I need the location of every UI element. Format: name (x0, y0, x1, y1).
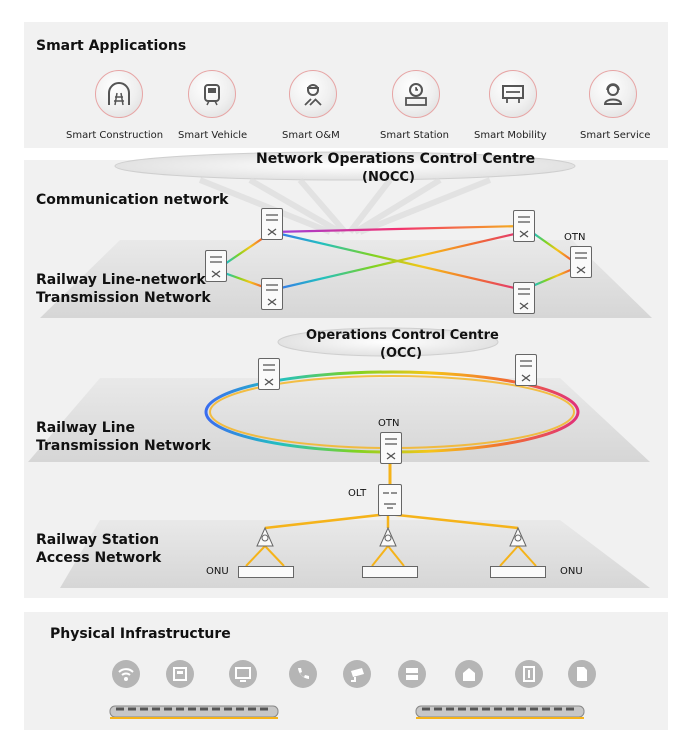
nocc-title-line2: (NOCC) (362, 170, 415, 185)
line-network-title-line2: Transmission Network (36, 290, 211, 306)
app-label-smart-om: Smart O&M (282, 130, 340, 141)
otn-node-mid-right[interactable] (513, 282, 535, 314)
otn-label-ring: OTN (378, 418, 400, 429)
onu-device-left[interactable] (238, 566, 294, 578)
onu-label-left: ONU (206, 566, 229, 577)
otn-label-top: OTN (564, 232, 586, 243)
otn-node-left[interactable] (205, 250, 227, 282)
wifi-icon (112, 660, 140, 688)
nocc-title-line1: Network Operations Control Centre (256, 151, 536, 167)
line-transmission-title-line1: Railway Line (36, 420, 135, 436)
splitter-icon-center (379, 526, 397, 547)
communication-network-title: Communication network (36, 192, 229, 208)
phone-icon (289, 660, 317, 688)
onu-device-center[interactable] (362, 566, 418, 578)
worker-tools-icon (289, 70, 337, 118)
smart-applications-title: Smart Applications (36, 38, 187, 54)
camera-icon (343, 660, 371, 688)
otn-node-ring-center[interactable] (380, 432, 402, 464)
document-icon (568, 660, 596, 688)
line-network-title-line1: Railway Line-network (36, 272, 206, 288)
map-vehicle-icon (489, 70, 537, 118)
app-smart-station[interactable] (385, 70, 447, 118)
app-label-smart-station: Smart Station (380, 130, 449, 141)
door-icon (515, 660, 543, 688)
splitter-icon-right (509, 526, 527, 547)
physical-infrastructure-title: Physical Infrastructure (50, 626, 231, 642)
train-icon (188, 70, 236, 118)
occ-title-line2: (OCC) (380, 346, 423, 361)
service-agent-icon (589, 70, 637, 118)
app-smart-construction[interactable] (88, 70, 150, 118)
display-screen-icon (229, 660, 257, 688)
app-smart-service[interactable] (582, 70, 644, 118)
station-access-title-line2: Access Network (36, 550, 162, 566)
app-label-smart-mobility: Smart Mobility (474, 130, 547, 141)
app-smart-vehicle[interactable] (181, 70, 243, 118)
app-smart-om[interactable] (282, 70, 344, 118)
server-icon (398, 660, 426, 688)
otn-node-mid-left[interactable] (261, 278, 283, 310)
tunnel-track-icon (95, 70, 143, 118)
otn-node-right[interactable] (570, 246, 592, 278)
olt-device[interactable] (378, 484, 402, 516)
building-icon (455, 660, 483, 688)
otn-node-top-left[interactable] (261, 208, 283, 240)
onu-device-right[interactable] (490, 566, 546, 578)
station-access-title-line1: Railway Station (36, 532, 160, 548)
station-icon (392, 70, 440, 118)
app-smart-mobility[interactable] (482, 70, 544, 118)
otn-node-top-right[interactable] (513, 210, 535, 242)
app-label-smart-service: Smart Service (580, 130, 651, 141)
olt-label: OLT (348, 488, 367, 499)
payment-terminal-icon (166, 660, 194, 688)
train-image-left (109, 705, 279, 719)
otn-node-ring-left[interactable] (258, 358, 280, 390)
app-label-smart-vehicle: Smart Vehicle (178, 130, 248, 141)
train-image-right (415, 705, 585, 719)
app-label-smart-construction: Smart Construction (66, 130, 164, 141)
occ-title-line1: Operations Control Centre (306, 328, 499, 343)
splitter-icon-left (256, 526, 274, 547)
otn-node-ring-right[interactable] (515, 354, 537, 386)
line-transmission-title-line2: Transmission Network (36, 438, 211, 454)
onu-label-right: ONU (560, 566, 583, 577)
